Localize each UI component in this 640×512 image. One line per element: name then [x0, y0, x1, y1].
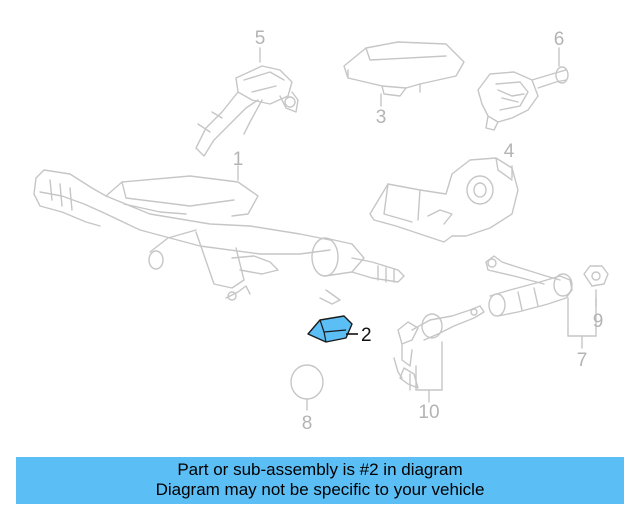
callout-5: 5: [255, 28, 266, 49]
part-10-ignition-cylinder[interactable]: [393, 305, 485, 391]
part-6-multifunction-switch[interactable]: [477, 66, 569, 131]
callout-7: 7: [577, 350, 588, 371]
part-7-lock-housing[interactable]: [485, 255, 573, 317]
callout-6: 6: [554, 29, 565, 50]
steering-column-diagram: 5 3 6 1 4 2 9 7 8 10: [33, 28, 609, 434]
callout-3: 3: [376, 107, 387, 128]
banner-line-disclaimer: Diagram may not be specific to your vehi…: [155, 480, 485, 499]
callout-9: 9: [593, 311, 604, 332]
callout-4: 4: [504, 141, 515, 162]
part-8-cap[interactable]: [290, 364, 324, 400]
callout-2: 2: [361, 325, 372, 346]
part-2-bracket-highlighted[interactable]: [307, 315, 353, 343]
part-1-steering-column[interactable]: [33, 169, 405, 305]
part-9-nut[interactable]: [583, 265, 609, 287]
callout-8: 8: [302, 413, 313, 434]
part-3-upper-cover[interactable]: [343, 41, 465, 97]
info-banner: Part or sub-assembly is #2 in diagram Di…: [16, 457, 624, 504]
callout-10: 10: [418, 402, 439, 423]
part-4-lower-cover[interactable]: [369, 157, 519, 243]
banner-line-part: Part or sub-assembly is #2 in diagram: [177, 460, 463, 479]
callout-1: 1: [233, 149, 244, 170]
part-5-switch-assembly[interactable]: [195, 65, 299, 157]
